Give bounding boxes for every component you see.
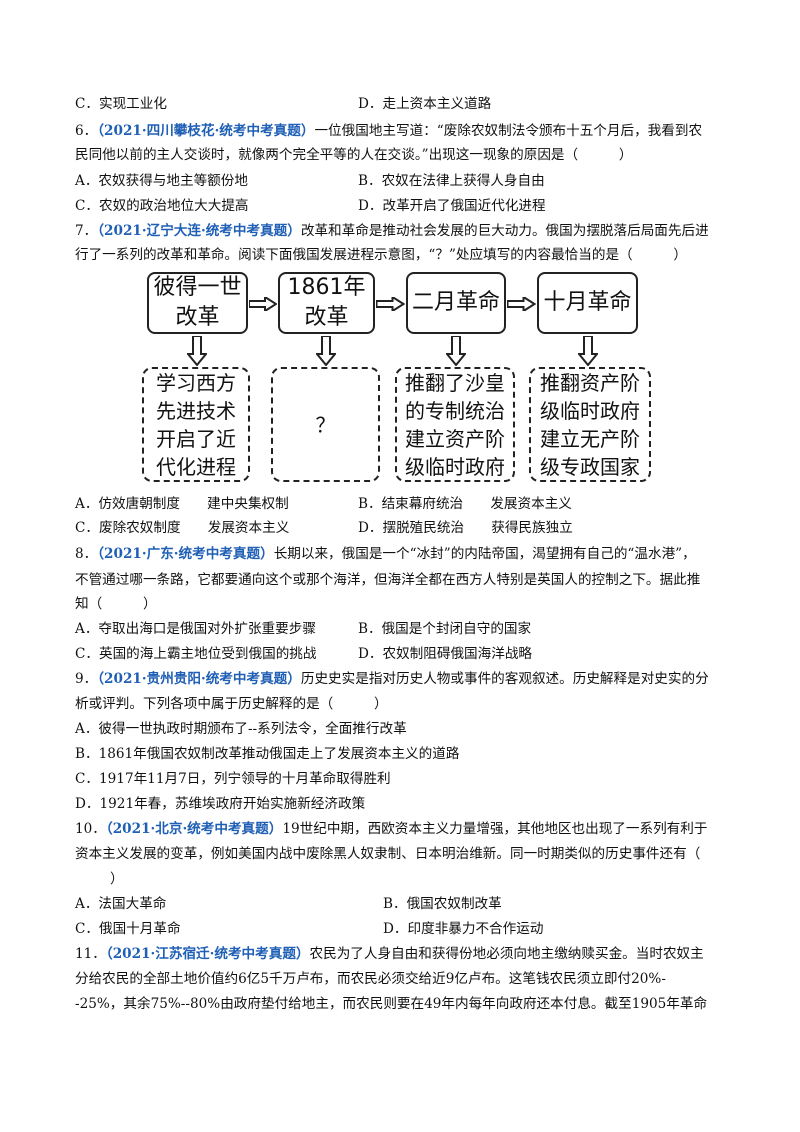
q11-source: （2021·江苏宿迁·统考中考真题） [105, 946, 310, 962]
q6-option-c: C．农奴的政治地位大大提高 [75, 198, 249, 214]
q8-option-b: B．俄国是个封闭自守的国家 [358, 621, 532, 637]
q10-stem-line1: 10．（2021·北京·统考中考真题）19世纪中期，西欧资本主义力量增强，其他地… [75, 820, 707, 838]
q10-source: （2021·北京·统考中考真题） [105, 821, 283, 837]
q9-option-d: D．1921年春，苏维埃政府开始实施新经济政策 [75, 796, 366, 812]
q11-stem-line1: 11．（2021·江苏宿迁·统考中考真题）农民为了人身自由和获得份地必须向地主缴… [75, 945, 704, 963]
q9-text: 历史史实是指对历史人物或事件的客观叙述。历史解释是对史实的分 [300, 671, 709, 687]
diagram-top-box-3: 二月革命 [406, 272, 506, 334]
q8-option-d: D．农奴制阻碍俄国海洋战略 [358, 646, 533, 662]
q7-number: 7． [75, 223, 98, 239]
diagram-bottom-box-2: ？ [271, 367, 380, 482]
down-arrow-icon [446, 336, 466, 366]
q6-option-d: D．改革开启了俄国近代化进程 [358, 198, 546, 214]
right-arrow-icon [376, 297, 405, 311]
q10-number: 10． [75, 821, 106, 837]
q6-source: （2021·四川攀枝花·统考中考真题） [97, 123, 315, 139]
q6-number: 6． [75, 123, 98, 139]
q9-number: 9． [75, 671, 98, 687]
q8-number: 8． [75, 546, 98, 562]
q6-stem-line2: 民同他以前的主人交谈时，就像两个完全平等的人在交谈。”出现这一现象的原因是（ ） [75, 147, 633, 163]
q9-stem-line2: 析或评判。下列各项中属于历史解释的是（ ） [75, 696, 388, 712]
q10-option-d: D．印度非暴力不合作运动 [383, 921, 544, 937]
q7-stem-line2: 行了一系列的改革和革命。阅读下面俄国发展进程示意图，“？”处应填写的内容最恰当的… [75, 247, 688, 263]
q5-option-d: D．走上资本主义道路 [358, 96, 492, 112]
q10-text: 19世纪中期，西欧资本主义力量增强，其他地区也出现了一系列有利于 [282, 821, 708, 837]
q7-option-d: D．摆脱殖民统治 获得民族独立 [358, 520, 573, 536]
diagram-top-box-4: 十月革命 [537, 272, 638, 334]
q11-stem-line3: -25%，其余75%--80%由政府垫付给地主，而农民则要在49年内每年向政府还… [75, 996, 708, 1012]
diagram-bottom-box-3: 推翻了沙皇 的专制统治 建立资产阶 级临时政府 [395, 367, 515, 482]
q8-option-a: A．夺取出海口是俄国对外扩张重要步骤 [75, 621, 316, 637]
q5-option-c: C．实现工业化 [75, 96, 167, 112]
q8-stem-line1: 8．（2021·广东·统考中考真题）长期以来，俄国是一个“冰封”的内陆帝国，渴望… [75, 545, 696, 563]
q10-option-c: C．俄国十月革命 [75, 921, 181, 937]
q6-option-a: A．农奴获得与地主等额份地 [75, 173, 248, 189]
down-arrow-icon [578, 336, 598, 366]
q10-stem-line2: 资本主义发展的变革，例如美国内战中废除黑人奴隶制、日本明治维新。同一时期类似的历… [75, 846, 701, 862]
q9-source: （2021·贵州贵阳·统考中考真题） [97, 671, 301, 687]
q6-option-b: B．农奴在法律上获得人身自由 [358, 173, 545, 189]
q10-option-a: A．法国大革命 [75, 896, 167, 912]
q10-stem-line3: ） [110, 871, 124, 887]
q7-stem-line1: 7．（2021·辽宁大连·统考中考真题）改革和革命是推动社会发展的巨大动力。俄国… [75, 222, 709, 240]
q7-text: 改革和革命是推动社会发展的巨大动力。俄国为摆脱落后局面先后进 [300, 223, 709, 239]
q6-stem-line1: 6．（2021·四川攀枝花·统考中考真题）一位俄国地主写道：“废除农奴制法令颁布… [75, 122, 702, 140]
q8-text: 长期以来，俄国是一个“冰封”的内陆帝国，渴望拥有自己的“温水港”， [273, 546, 696, 562]
q10-option-b: B．俄国农奴制改革 [383, 896, 502, 912]
down-arrow-icon [187, 336, 207, 366]
right-arrow-icon [249, 297, 277, 311]
q9-option-b: B．1861年俄国农奴制改革推动俄国走上了发展资本主义的道路 [75, 746, 460, 762]
q8-stem-line2: 不管通过哪一条路，它都要通向这个或那个海洋，但海洋全都在西方人特别是英国人的控制… [75, 572, 701, 588]
diagram-top-box-2: 1861年 改革 [278, 272, 375, 334]
q6-text: 一位俄国地主写道：“废除农奴制法令颁布十五个月后，我看到农 [314, 123, 703, 139]
q7-option-c: C．废除农奴制度 发展资本主义 [75, 520, 290, 536]
q11-text: 农民为了人身自由和获得份地必须向地主缴纳赎买金。当时农奴主 [309, 946, 704, 962]
q7-option-a: A．仿效唐朝制度 建中央集权制 [75, 496, 289, 512]
q8-stem-line3: 知（ ） [75, 596, 157, 612]
q9-option-a: A．彼得一世执政时期颁布了--系列法令，全面推行改革 [75, 721, 407, 737]
down-arrow-icon [316, 336, 336, 366]
diagram-bottom-box-4: 推翻资产阶 级临时政府 建立无产阶 级专政国家 [529, 367, 651, 482]
q11-number: 11． [75, 946, 106, 962]
q7-option-b: B．结束幕府统治 发展资本主义 [358, 496, 572, 512]
q9-option-c: C．1917年11月7日，列宁领导的十月革命取得胜利 [75, 771, 391, 787]
diagram-bottom-box-1: 学习西方 先进技术 开启了近 代化进程 [142, 367, 250, 482]
q8-option-c: C．英国的海上霸主地位受到俄国的挑战 [75, 646, 317, 662]
q9-stem-line1: 9．（2021·贵州贵阳·统考中考真题）历史史实是指对历史人物或事件的客观叙述。… [75, 670, 709, 688]
q11-stem-line2: 分给农民的全部土地价值约6亿5千万卢布，而农民必须交给近9亿卢布。这笔钱农民须立… [75, 971, 666, 987]
q8-source: （2021·广东·统考中考真题） [97, 546, 274, 562]
diagram-top-box-1: 彼得一世 改革 [147, 272, 248, 334]
right-arrow-icon [507, 297, 536, 311]
q7-source: （2021·辽宁大连·统考中考真题） [97, 223, 301, 239]
